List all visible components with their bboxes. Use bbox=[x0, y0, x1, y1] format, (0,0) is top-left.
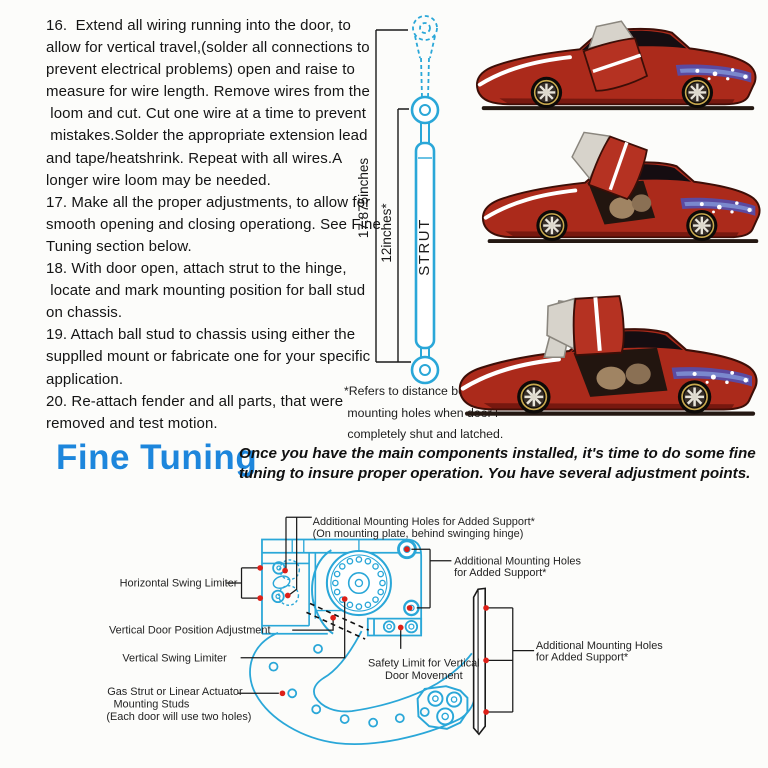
star-decals bbox=[695, 68, 748, 81]
instruction-line: application. bbox=[46, 370, 124, 388]
label-right-top-mounting-holes-line1: Additional Mounting Holes bbox=[454, 555, 581, 567]
instruction-line: Tuning section below. bbox=[46, 237, 192, 255]
fine-tuning-heading: Fine Tuning bbox=[56, 438, 258, 477]
instruction-line: prevent electrical problems) open and ra… bbox=[46, 61, 355, 79]
car-door-half-raised-illustration bbox=[482, 131, 761, 244]
intro-line: Once you have the main components instal… bbox=[239, 445, 756, 462]
disc-bolt-holes bbox=[332, 556, 386, 610]
instruction-line: on chassis. bbox=[46, 304, 123, 322]
label-right-top-mounting-holes-line2: for Added Support* bbox=[454, 567, 547, 579]
instruction-line: 19. Attach ball stud to chassis using ei… bbox=[46, 326, 356, 344]
label-vertical-swing-limiter: Vertical Swing Limiter bbox=[122, 652, 227, 664]
car-2 bbox=[482, 131, 761, 244]
label-right-mounting-holes-line2: for Added Support* bbox=[536, 651, 629, 663]
instruction-line: 16. Extend all wiring running into the d… bbox=[46, 17, 351, 34]
strut-diagram: 17.875inches 12inches* STRUT bbox=[356, 15, 440, 385]
strut-drawing bbox=[410, 15, 440, 385]
rear-wheel bbox=[677, 380, 712, 414]
door-fully-raised bbox=[546, 295, 625, 357]
arm-bolt-holes bbox=[268, 643, 430, 728]
label-horizontal-swing-limiter: Horizontal Swing Limiter bbox=[120, 578, 238, 590]
car-door-closed-illustration bbox=[476, 20, 757, 111]
footnote-line: completely shut and latched. bbox=[344, 427, 504, 441]
strut-body-label: STRUT bbox=[416, 218, 433, 276]
instruction-line: 18. With door open, attach strut to the … bbox=[46, 260, 347, 278]
door-half-raised bbox=[571, 131, 648, 201]
car-3 bbox=[458, 295, 758, 416]
instruction-line: allow for vertical travel,(solder all co… bbox=[46, 39, 370, 57]
label-right-mounting-holes-line1: Additional Mounting Holes bbox=[536, 640, 663, 652]
instruction-line: supplled mount or fabricate one for your… bbox=[46, 348, 371, 366]
instruction-line: 20. Re-attach fender and all parts, that… bbox=[46, 392, 344, 410]
instruction-line: and tape/heatshrink. Repeat with all wir… bbox=[46, 149, 343, 167]
alignment-dashed-lines bbox=[306, 602, 370, 640]
instruction-line: locate and mark mounting position for ba… bbox=[46, 282, 366, 300]
label-top-mounting-holes-line1: Additional Mounting Holes for Added Supp… bbox=[313, 516, 536, 528]
label-safety-limit-line2: Door Movement bbox=[385, 670, 463, 682]
strut-outer-dimension: 17.875inches bbox=[356, 158, 371, 239]
car-1 bbox=[476, 20, 757, 111]
rear-wheel bbox=[686, 209, 718, 242]
instruction-line: mistakes.Solder the appropriate extensio… bbox=[46, 127, 368, 145]
label-top-mounting-holes-line2: (On mounting plate, behind swinging hing… bbox=[313, 528, 524, 540]
installation-steps-text: 16. Extend all wiring running into the d… bbox=[46, 15, 381, 435]
rear-wheel bbox=[681, 76, 714, 109]
label-safety-limit-line1: Safety Limit for Vertical bbox=[368, 658, 480, 670]
label-vertical-door-position-adjustment: Vertical Door Position Adjustment bbox=[109, 625, 270, 637]
front-wheel bbox=[530, 76, 563, 109]
instruction-line: 17. Make all the proper adjustments, to … bbox=[46, 193, 371, 211]
instruction-line: measure for wire length. Remove wires fr… bbox=[46, 83, 370, 101]
label-gas-strut-line1: Gas Strut or Linear Actuator bbox=[107, 686, 243, 698]
strut-inner-dimension: 12inches* bbox=[379, 203, 394, 263]
strut-dimension-lines bbox=[375, 29, 411, 363]
instruction-line: smooth opening and closing operationg. S… bbox=[46, 215, 381, 233]
car-door-fully-raised-illustration bbox=[458, 295, 758, 416]
intro-line: tuning to insure proper operation. You h… bbox=[239, 464, 751, 482]
front-wheel bbox=[536, 209, 568, 242]
adjustment-point-markers bbox=[257, 546, 489, 715]
instruction-line: longer wire loom may be needed. bbox=[46, 171, 271, 189]
label-leader-lines bbox=[225, 516, 535, 713]
fine-tuning-intro: Once you have the main components instal… bbox=[239, 444, 756, 483]
label-gas-strut-line3: (Each door will use two holes) bbox=[106, 711, 251, 723]
label-gas-strut-line2: Mounting Studs bbox=[113, 699, 189, 711]
front-wheel bbox=[517, 380, 551, 414]
side-support-plate bbox=[472, 587, 486, 736]
instruction-line: removed and test motion. bbox=[46, 414, 218, 432]
door-slightly-open bbox=[582, 20, 649, 92]
instruction-line: loom and cut. Cut one wire at a time to … bbox=[46, 105, 366, 123]
hinge-adjustment-diagram: Additional Mounting Holes for Added Supp… bbox=[106, 516, 663, 745]
